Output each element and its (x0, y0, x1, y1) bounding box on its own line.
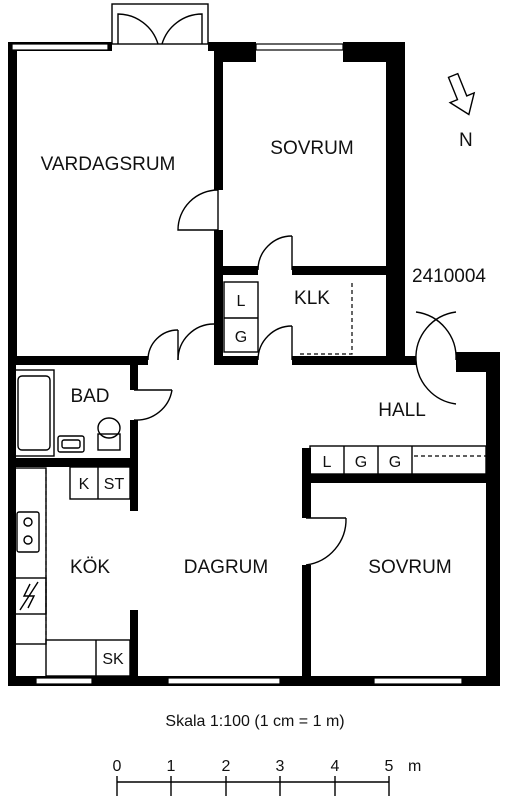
windows (11, 43, 463, 685)
storage-kok-sk: SK (102, 651, 124, 668)
room-bad: BAD (70, 386, 109, 407)
walls (8, 42, 500, 686)
storage-kok-st: ST (104, 476, 125, 493)
room-labels: VARDAGSRUM SOVRUM KLK BAD HALL KÖK DAGRU… (41, 138, 452, 578)
storage-klk-g: G (235, 329, 247, 346)
room-sovrum-top: SOVRUM (270, 138, 353, 159)
room-vardagsrum: VARDAGSRUM (41, 154, 176, 175)
storage-klk-l: L (237, 293, 246, 310)
scale-caption: Skala 1:100 (1 cm = 1 m) (165, 713, 344, 730)
storage-labels: L G L G G K ST SK (79, 293, 402, 668)
storage-hall-g2: G (389, 454, 401, 471)
north-arrow-icon (447, 72, 476, 116)
kitchen-fixtures (13, 466, 131, 677)
scale-tick-5: 5 (385, 758, 394, 775)
room-kok: KÖK (70, 557, 110, 578)
scale-tick-2: 2 (222, 758, 231, 775)
storage-kok-k: K (79, 476, 90, 493)
scale-tick-1: 1 (167, 758, 176, 775)
klk-closets (223, 281, 353, 355)
scale-tick-3: 3 (276, 758, 285, 775)
room-sovrum-bottom: SOVRUM (368, 557, 451, 578)
scale-tick-0: 0 (113, 758, 122, 775)
room-dagrum: DAGRUM (184, 557, 268, 578)
scale-unit: m (408, 758, 421, 775)
north-label: N (459, 130, 473, 151)
room-hall: HALL (378, 400, 426, 421)
scale-ticks: 0 1 2 3 4 5 m (113, 758, 422, 775)
room-klk: KLK (294, 288, 330, 309)
storage-hall-l: L (323, 454, 332, 471)
scale-bar (116, 776, 390, 796)
plan-id: 2410004 (412, 266, 486, 287)
scale-tick-4: 4 (331, 758, 340, 775)
doors (133, 189, 457, 566)
storage-hall-g1: G (355, 454, 367, 471)
balcony-door (111, 3, 209, 45)
hall-storage (309, 445, 487, 475)
bathroom-fixtures (13, 369, 121, 457)
